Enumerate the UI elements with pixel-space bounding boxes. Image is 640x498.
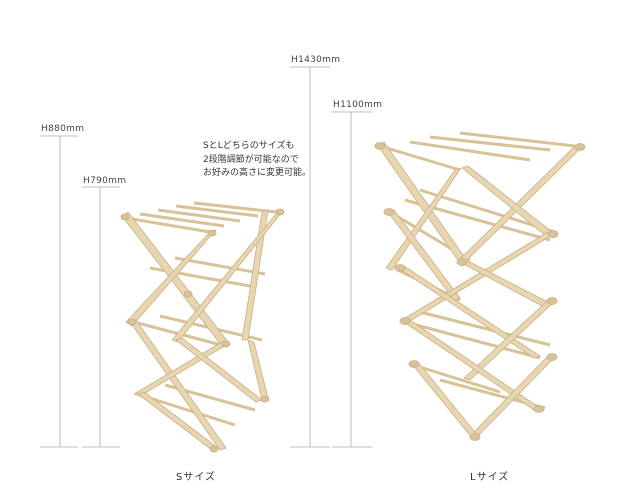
dim-line-l-max — [290, 66, 330, 448]
note-line-3: お好みの高さに変更可能。 — [203, 168, 312, 178]
note-line-2: 2段階調節が可能なので — [203, 154, 299, 165]
dim-line-s-min — [82, 186, 120, 448]
size-label-large: Lサイズ — [470, 472, 510, 483]
size-label-small: Sサイズ — [176, 472, 217, 483]
dim-line-s-max — [40, 135, 78, 448]
dim-line-l-min — [332, 111, 372, 448]
dim-label-l-min: H1100mm — [333, 100, 383, 110]
dim-label-l-max: H1430mm — [291, 55, 341, 65]
dim-label-s-max: H880mm — [41, 124, 85, 134]
dim-label-s-min: H790mm — [83, 176, 127, 186]
adjustment-note: SとLどちらのサイズも 2段階調節が可能なので お好みの高さに変更可能。 — [203, 140, 311, 181]
note-line-1: SとLどちらのサイズも — [203, 141, 295, 151]
